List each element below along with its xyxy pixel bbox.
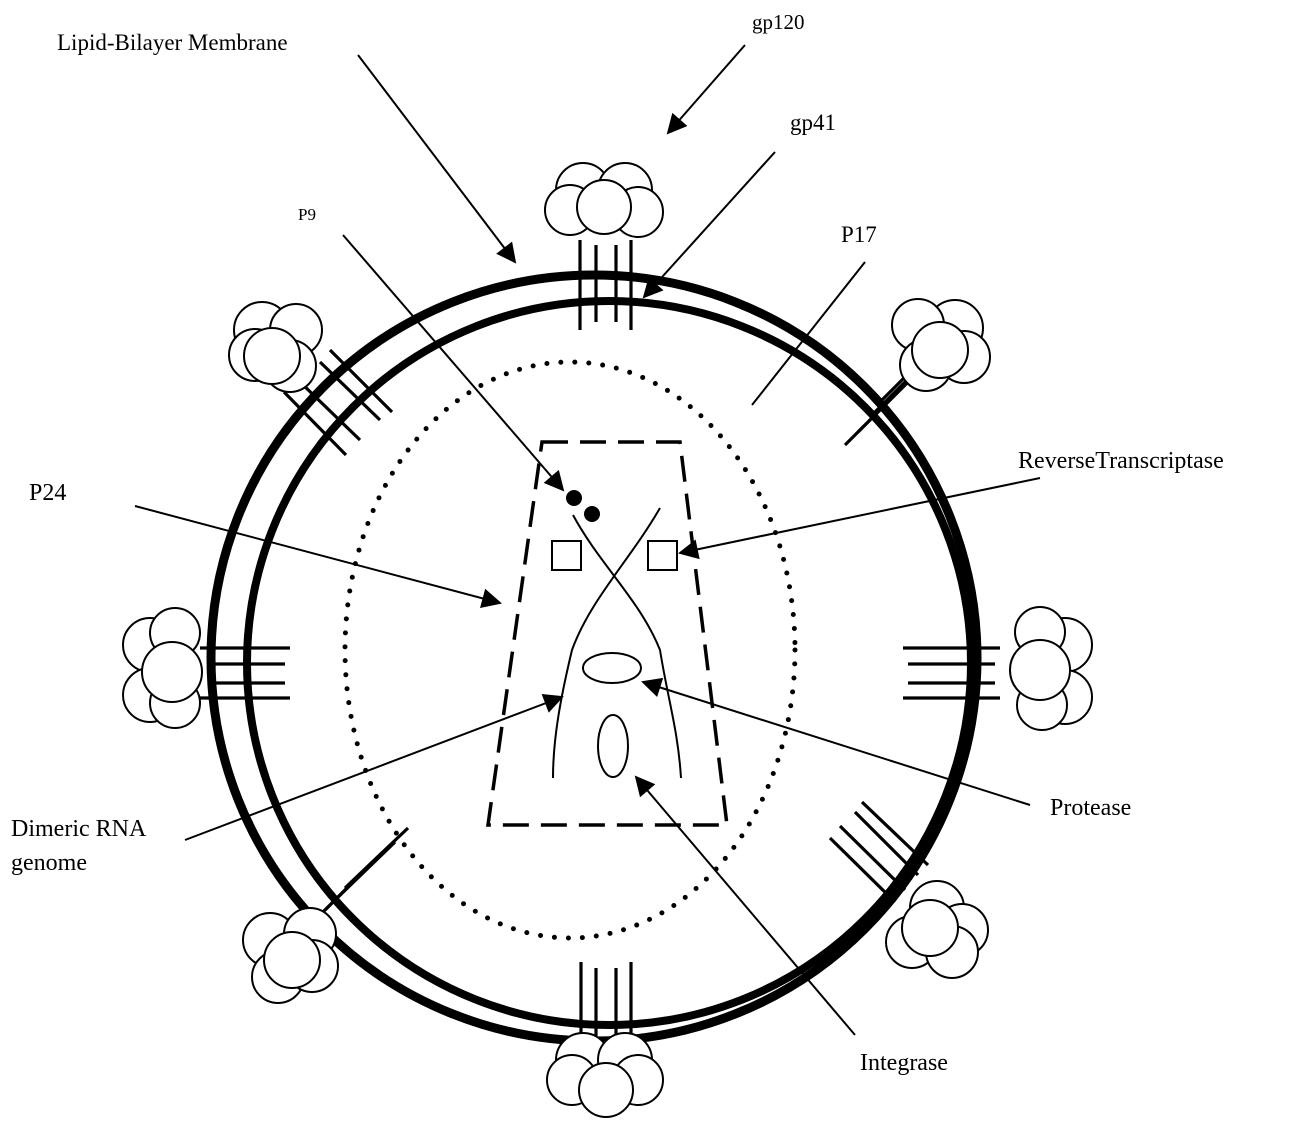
leader-p17 (752, 262, 865, 405)
gp120-knob (545, 163, 663, 237)
label-gp120: gp120 (752, 10, 805, 34)
matrix-dotted-ring (345, 362, 795, 938)
label-p24: P24 (29, 480, 66, 506)
protease-oval (583, 653, 641, 683)
label-lipid-bilayer: Lipid-Bilayer Membrane (57, 30, 288, 55)
leader-rna-genome (185, 697, 562, 840)
gp120-knob (892, 299, 990, 391)
gp120-knob (243, 908, 338, 1003)
reverse-transcriptase-box (552, 541, 581, 570)
integrase-oval (598, 715, 628, 777)
leader-gp120 (668, 45, 745, 133)
label-rna-genome: genome (11, 850, 87, 876)
reverse-transcriptase-box (648, 541, 677, 570)
label-integrase: Integrase (860, 1050, 948, 1076)
gp120-knob (229, 302, 322, 392)
gp120-knob (1010, 607, 1092, 730)
label-reverse-transcriptase: ReverseTranscriptase (1018, 448, 1224, 474)
label-gp41: gp41 (790, 110, 836, 135)
gp120-knob (547, 1033, 663, 1117)
gp120-knob (886, 881, 988, 978)
label-p17: P17 (841, 222, 877, 247)
p9-dot (566, 490, 582, 506)
leader-p24 (135, 506, 500, 603)
label-dimeric-rna: Dimeric RNA (11, 816, 147, 842)
leader-p9 (343, 235, 563, 490)
label-protease: Protease (1050, 795, 1131, 821)
leader-gp41 (644, 152, 775, 297)
label-p9: P9 (298, 205, 316, 224)
p9-dot (584, 506, 600, 522)
leader-lipid-bilayer (358, 55, 515, 262)
gp120-knob (123, 608, 202, 728)
leader-reverse-transcriptase (680, 478, 1040, 553)
